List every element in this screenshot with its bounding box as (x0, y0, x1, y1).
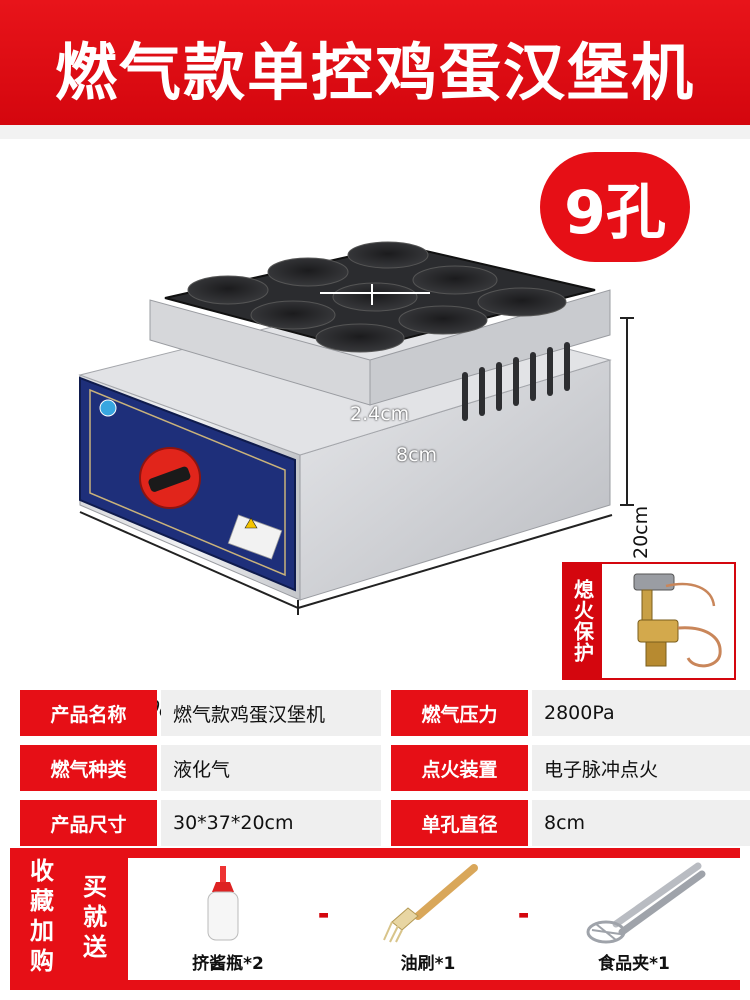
gift-item[interactable]: 食品夹*1 (528, 858, 740, 980)
gift-side-label-2: 买就送 (83, 873, 107, 961)
hole-diameter-label: 2.4cm (350, 403, 410, 425)
spec-label: 燃气压力 (391, 690, 528, 736)
gift-side-label: 收藏加购 (30, 857, 54, 975)
spec-label: 产品尺寸 (20, 800, 157, 846)
page-title: 燃气款单控鸡蛋汉堡机 (54, 36, 695, 109)
flame-protection-callout: 熄火保护 (562, 562, 736, 680)
gift-item-name: 挤酱瓶*2 (192, 954, 264, 974)
spec-label: 单孔直径 (391, 800, 528, 846)
spec-value: 30*37*20cm (161, 800, 381, 846)
spec-value: 8cm (532, 800, 750, 846)
gift-item-name: 食品夹*1 (598, 954, 670, 974)
flame-protection-label: 熄火保护 (564, 564, 602, 678)
food-tongs-icon (586, 862, 706, 944)
spec-value: 电子脉冲点火 (532, 745, 750, 791)
spec-label: 燃气种类 (20, 745, 157, 791)
hole-depth-label: 8cm (396, 444, 438, 466)
spec-row: 产品尺寸 30*37*20cm 单孔直径 8cm (10, 800, 750, 846)
spec-value: 液化气 (161, 745, 381, 791)
spec-label: 点火装置 (391, 745, 528, 791)
height-dimension-label: 20cm (630, 505, 652, 559)
gift-item[interactable]: 挤酱瓶*2 (128, 858, 328, 980)
gift-item-name: 油刷*1 (400, 954, 456, 974)
header-banner: 燃气款单控鸡蛋汉堡机 (0, 0, 750, 125)
flame-valve-icon (633, 573, 722, 668)
header-divider (0, 125, 750, 139)
hole-count-badge: 9孔 (540, 152, 690, 262)
gift-promotion-bar: 收藏加购 买就送 挤酱瓶*2 + 油刷*1 + 食品夹*1 (10, 848, 740, 990)
spec-row: 产品名称 燃气款鸡蛋汉堡机 燃气压力 2800Pa (10, 690, 750, 736)
spec-value: 燃气款鸡蛋汉堡机 (161, 690, 381, 736)
spec-row: 燃气种类 液化气 点火装置 电子脉冲点火 (10, 745, 750, 791)
oil-brush-icon (383, 864, 478, 943)
spec-value: 2800Pa (532, 690, 750, 736)
squeeze-bottle-icon (207, 866, 239, 941)
spec-table: 产品名称 燃气款鸡蛋汉堡机 燃气压力 2800Pa 燃气种类 液化气 点火装置 … (10, 690, 750, 855)
gift-item[interactable]: 油刷*1 (328, 858, 528, 980)
spec-label: 产品名称 (20, 690, 157, 736)
egg-burger-machine-illustration (78, 241, 634, 615)
